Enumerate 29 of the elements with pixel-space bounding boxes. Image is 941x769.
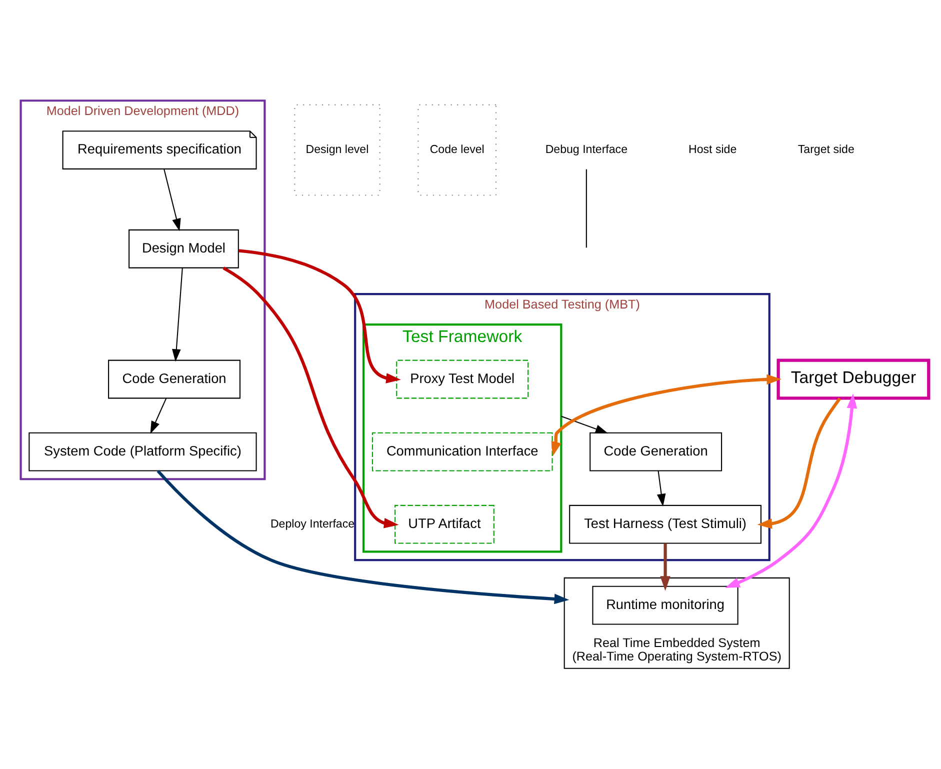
node-box: Code Generation [590,432,722,472]
node-box: Proxy Test Model [396,360,529,399]
node-box: Runtime monitoring [592,586,738,625]
label: Target side [798,144,854,156]
node-box: System Code (Platform Specific) [28,432,257,472]
node-text: Debug Interface [545,144,628,156]
arrow [551,374,782,456]
arrow [561,416,608,434]
node-box: Test Harness (Test Stimuli) [569,504,762,544]
connector [586,169,587,248]
arrow [238,249,401,384]
node-box: Design Model [128,229,239,268]
node-box: Target Debugger [776,358,930,400]
arrow [656,470,666,507]
edge-label: Deploy Interface [270,518,355,530]
arrow [222,266,399,528]
arrow [150,398,167,434]
arrow [164,169,181,232]
label: Host side [688,144,737,156]
node-box: Code level [418,104,497,196]
node-box: UTP Artifact [394,504,494,544]
node-box: Design level [294,104,380,196]
arrow [156,470,570,604]
arrow [172,268,183,362]
node-box: Code Generation [108,360,240,399]
arrow [757,398,842,529]
node-box: Communication Interface [372,432,553,472]
arrow [660,543,670,591]
arrow [725,394,858,588]
